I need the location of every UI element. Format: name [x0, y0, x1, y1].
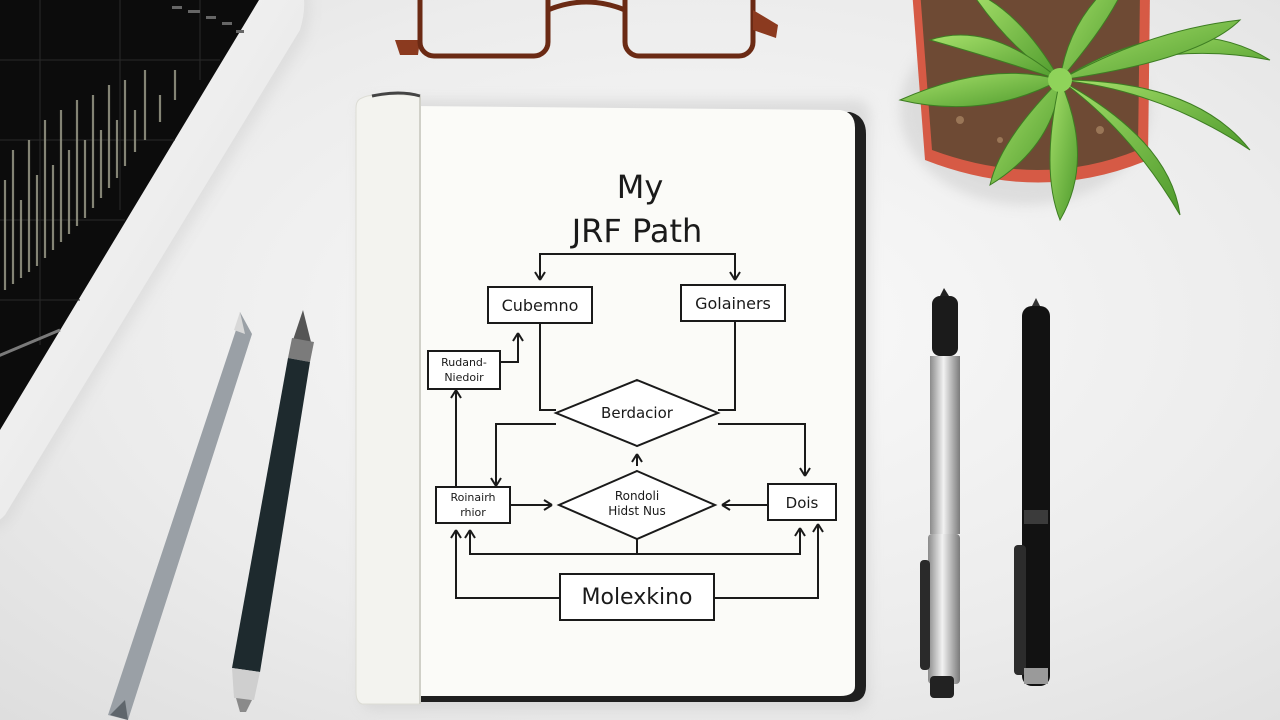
node-right-mid: Dois	[786, 494, 819, 512]
node-side-left-line1: Rudand-	[441, 356, 487, 369]
node-diamond-mid-line2: Hidst Nus	[608, 504, 666, 518]
potted-plant-icon	[898, 0, 1271, 222]
node-top-right: Golainers	[695, 294, 771, 313]
node-side-left-line2: Niedoir	[444, 371, 484, 384]
black-pen-icon	[1014, 298, 1050, 686]
node-top-left: Cubemno	[502, 296, 579, 315]
node-left-mid-line2: rhior	[460, 506, 486, 519]
notebook-title-line1: My	[617, 168, 664, 206]
pencil-icon	[108, 312, 252, 720]
tablet-icon	[0, 0, 311, 528]
flowchart	[427, 253, 837, 621]
node-bottom: Molexkino	[582, 585, 693, 610]
notebook-title-line2: JRF Path	[570, 212, 703, 250]
fountain-pen-icon	[232, 310, 314, 712]
silver-pen-icon	[920, 288, 960, 698]
node-diamond-top: Berdacior	[601, 404, 674, 422]
node-left-mid-line1: Roinairh	[450, 491, 495, 504]
node-diamond-mid-line1: Rondoli	[615, 489, 659, 503]
eyeglasses-icon	[395, 0, 778, 59]
